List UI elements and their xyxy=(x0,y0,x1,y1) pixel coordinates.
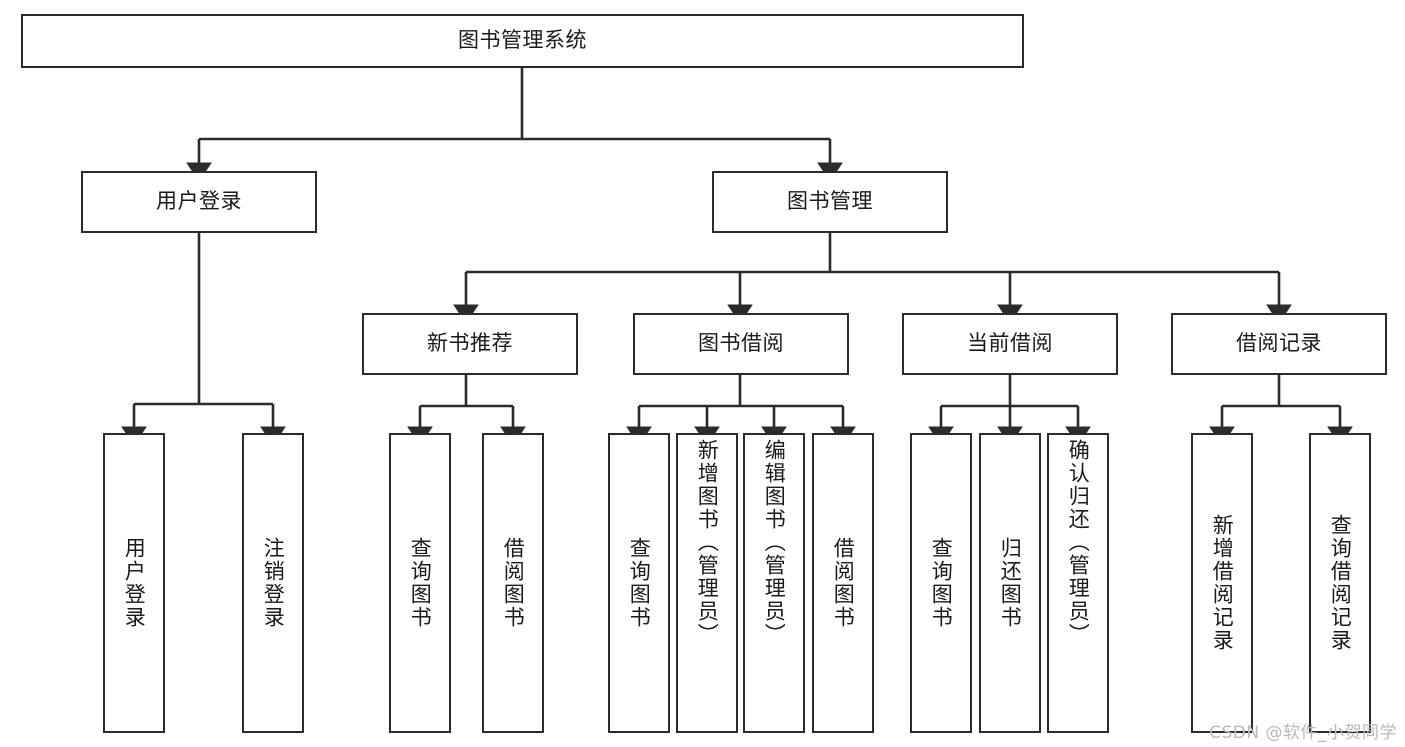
node-label: 编辑图书（管理员） xyxy=(762,439,787,646)
node-root-book-management-system[interactable]: 图书管理系统 xyxy=(21,14,1024,68)
leaf-user-login-login[interactable]: 用户登录 xyxy=(103,433,165,733)
node-label: 图书管理 xyxy=(787,189,873,214)
leaf-current-borrow-query-book[interactable]: 查询图书 xyxy=(910,433,972,733)
node-new-book-recommend[interactable]: 新书推荐 xyxy=(362,313,578,375)
node-label: 查询图书 xyxy=(627,537,652,629)
node-book-borrow[interactable]: 图书借阅 xyxy=(633,313,849,375)
node-label: 当前借阅 xyxy=(967,331,1053,356)
node-label: 确认归还（管理员） xyxy=(1066,439,1091,646)
node-label: 新增图书（管理员） xyxy=(695,439,720,646)
node-label: 新增借阅记录 xyxy=(1210,514,1235,652)
node-borrow-records[interactable]: 借阅记录 xyxy=(1171,313,1387,375)
leaf-book-borrow-edit-book-admin[interactable]: 编辑图书（管理员） xyxy=(743,433,805,733)
node-book-management[interactable]: 图书管理 xyxy=(712,171,948,233)
node-label: 借阅记录 xyxy=(1236,331,1322,356)
leaf-new-book-borrow-book[interactable]: 借阅图书 xyxy=(482,433,544,733)
node-label: 归还图书 xyxy=(998,537,1023,629)
leaf-new-book-query-book[interactable]: 查询图书 xyxy=(389,433,451,733)
node-label: 借阅图书 xyxy=(831,537,856,629)
leaf-book-borrow-borrow-book[interactable]: 借阅图书 xyxy=(812,433,874,733)
leaf-borrow-records-add-record[interactable]: 新增借阅记录 xyxy=(1191,433,1253,733)
leaf-current-borrow-confirm-return-admin[interactable]: 确认归还（管理员） xyxy=(1047,433,1109,733)
node-user-login[interactable]: 用户登录 xyxy=(81,171,317,233)
csdn-watermark: CSDN @软件_小贺同学 xyxy=(1209,723,1397,743)
node-label: 借阅图书 xyxy=(501,537,526,629)
leaf-book-borrow-query-book[interactable]: 查询图书 xyxy=(608,433,670,733)
leaf-user-login-logout[interactable]: 注销登录 xyxy=(242,433,304,733)
node-label: 图书借阅 xyxy=(698,331,784,356)
node-label: 查询借阅记录 xyxy=(1328,514,1353,652)
leaf-current-borrow-return-book[interactable]: 归还图书 xyxy=(979,433,1041,733)
node-label: 用户登录 xyxy=(156,189,242,214)
leaf-book-borrow-add-book-admin[interactable]: 新增图书（管理员） xyxy=(676,433,738,733)
node-label: 查询图书 xyxy=(408,537,433,629)
node-label: 新书推荐 xyxy=(427,331,513,356)
leaf-borrow-records-query-record[interactable]: 查询借阅记录 xyxy=(1309,433,1371,733)
node-label: 用户登录 xyxy=(122,537,147,629)
node-label: 查询图书 xyxy=(929,537,954,629)
node-label: 注销登录 xyxy=(261,537,286,629)
node-current-borrow[interactable]: 当前借阅 xyxy=(902,313,1118,375)
node-label: 图书管理系统 xyxy=(458,28,587,53)
